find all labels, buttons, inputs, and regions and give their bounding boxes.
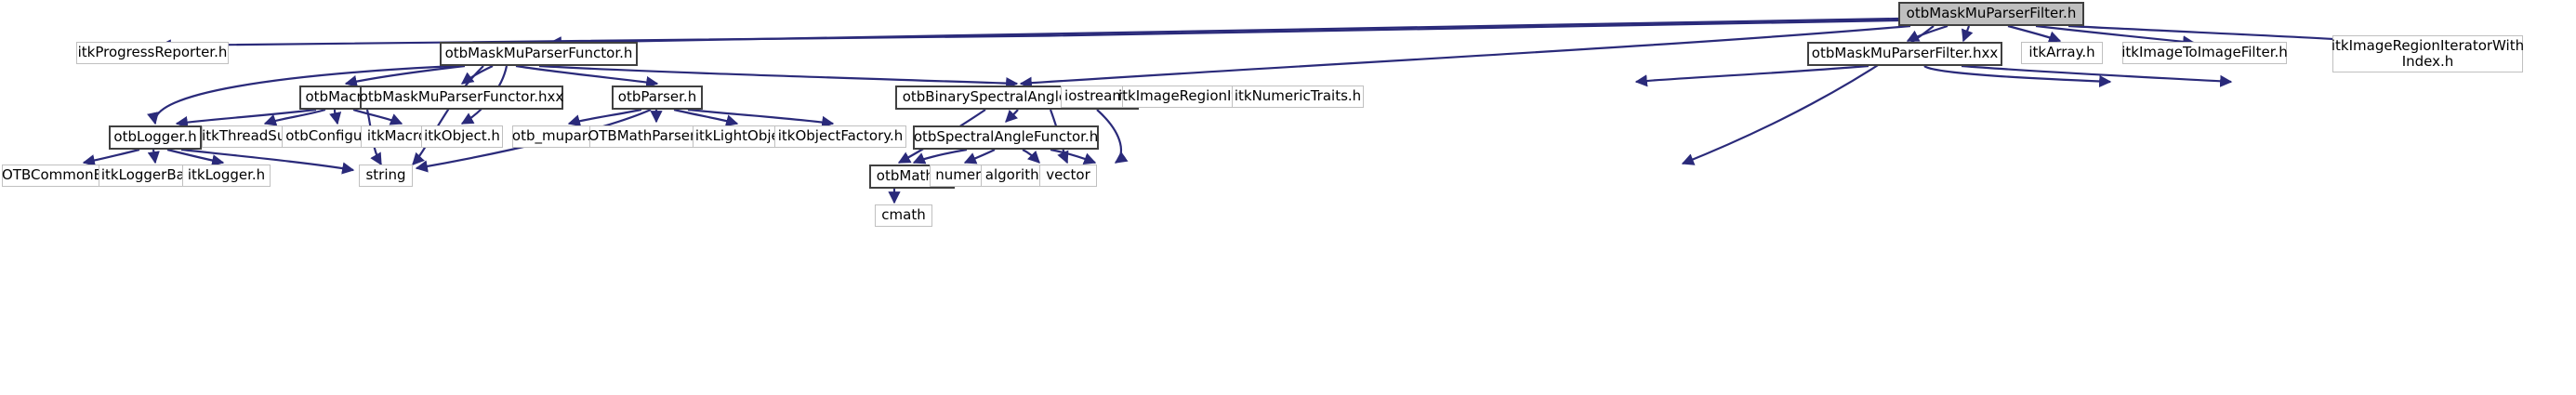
graph-node-otbmaskmuparserfilter-hxx[interactable]: otbMaskMuParserFilter.hxx [1807,42,2002,66]
graph-node-itkprogressreporter-h[interactable]: itkProgressReporter.h [76,42,229,64]
graph-node-itkimageregioniteratorwith-index-h[interactable]: itkImageRegionIteratorWith Index.h [2332,35,2524,72]
graph-node-itklogger-h[interactable]: itkLogger.h [182,165,271,187]
graph-node-itknumerictraits-h[interactable]: itkNumericTraits.h [1232,86,1364,108]
graph-node-otbparser-h[interactable]: otbParser.h [612,86,703,110]
graph-node-string[interactable]: string [359,165,413,187]
graph-node-otbspectralanglefunctor-h[interactable]: otbSpectralAngleFunctor.h [913,125,1099,150]
graph-node-otbmaskmuparserfunctor-hxx[interactable]: otbMaskMuParserFunctor.hxx [360,86,563,110]
graph-node-itkobjectfactory-h[interactable]: itkObjectFactory.h [774,125,906,148]
graph-node-itkarray-h[interactable]: itkArray.h [2021,42,2103,64]
graph-node-cmath[interactable]: cmath [875,204,932,227]
graph-node-itkimagetoimagefilter-h[interactable]: itkImageToImageFilter.h [2121,42,2288,64]
graph-node-otbmaskmuparserfilter-h[interactable]: otbMaskMuParserFilter.h [1898,2,2084,26]
graph-node-vector[interactable]: vector [1039,165,1097,187]
graph-node-itkobject-h[interactable]: itkObject.h [421,125,503,148]
graph-node-otbmaskmuparserfunctor-h[interactable]: otbMaskMuParserFunctor.h [440,42,638,66]
graph-node-iostream[interactable]: iostream [1061,86,1129,108]
graph-node-otblogger-h[interactable]: otbLogger.h [109,125,202,150]
